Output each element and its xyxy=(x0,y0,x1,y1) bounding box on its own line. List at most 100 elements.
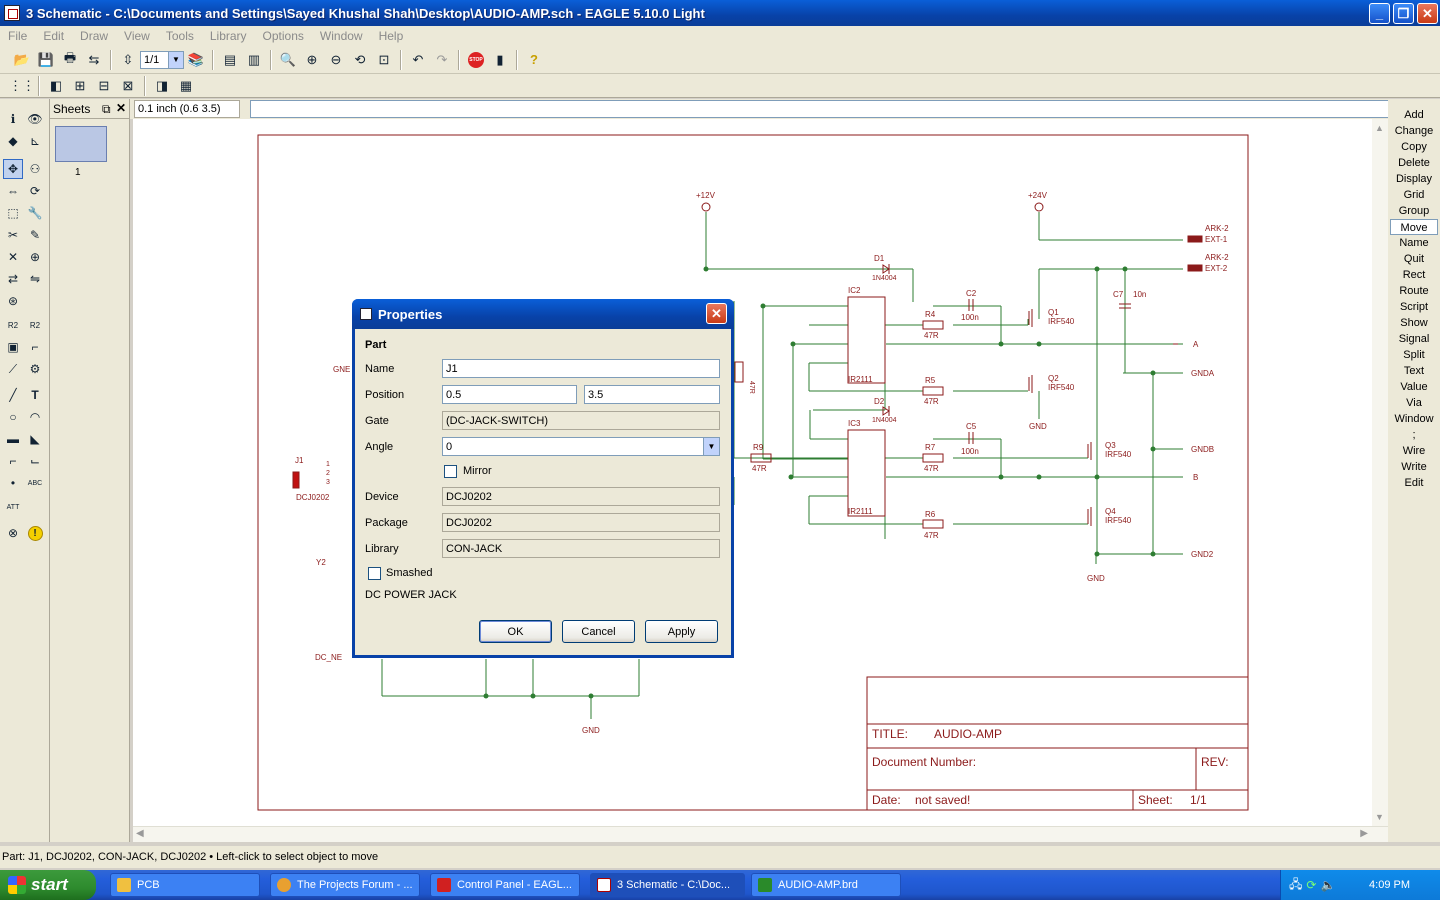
task-projects-forum[interactable]: The Projects Forum - ... xyxy=(270,873,420,897)
menu-edit[interactable]: Edit xyxy=(43,29,65,43)
miter-icon[interactable]: ⌐ xyxy=(31,340,39,354)
copy-icon[interactable]: ⚇ xyxy=(29,162,41,176)
cmd-write[interactable]: Write xyxy=(1401,461,1427,473)
cmd-grid[interactable]: Grid xyxy=(1403,189,1425,201)
errors-icon[interactable]: ! xyxy=(25,523,45,543)
info-icon[interactable]: ℹ xyxy=(10,112,16,126)
close-button[interactable]: ✕ xyxy=(1417,3,1438,24)
sheet-select[interactable]: 1/1 ▼ xyxy=(140,50,184,69)
bus-icon[interactable]: ⌐ xyxy=(9,454,17,468)
polygon-icon[interactable]: ◣ xyxy=(30,432,40,446)
cut-icon[interactable]: ✂ xyxy=(7,228,19,242)
arc-icon[interactable]: ◠ xyxy=(29,410,41,424)
vertical-scrollbar[interactable]: ▲ ▼ xyxy=(1372,119,1388,826)
tray-volume-icon[interactable]: 🔈 xyxy=(1320,878,1336,892)
undo-icon[interactable]: ↶ xyxy=(412,51,424,67)
layout-4-icon[interactable]: ⊠ xyxy=(122,77,134,93)
layout-1-icon[interactable]: ◧ xyxy=(49,77,63,93)
sheet-thumbnail[interactable] xyxy=(55,126,107,162)
menu-options[interactable]: Options xyxy=(262,29,304,43)
pinswap-icon[interactable]: ⇄ xyxy=(7,272,19,286)
cmd-move[interactable]: Move xyxy=(1390,219,1438,235)
minimize-button[interactable]: _ xyxy=(1369,3,1390,24)
menu-library[interactable]: Library xyxy=(209,29,247,43)
show-icon[interactable]: 👁 xyxy=(27,112,43,126)
add-icon[interactable]: ⊕ xyxy=(29,250,41,264)
task-board[interactable]: AUDIO-AMP.brd xyxy=(751,873,901,897)
scroll-right-icon[interactable]: ▶ xyxy=(1360,828,1368,839)
sheet-icon[interactable]: ⇳ xyxy=(122,51,134,67)
group-icon[interactable]: ⬚ xyxy=(7,206,19,220)
cmd-route[interactable]: Route xyxy=(1399,285,1429,297)
menu-window[interactable]: Window xyxy=(319,29,363,43)
label-icon[interactable]: ABC xyxy=(27,479,43,487)
dialog-close-button[interactable]: ✕ xyxy=(706,303,727,324)
cancel-button[interactable]: Cancel xyxy=(562,620,635,643)
print-icon[interactable]: 🖶 xyxy=(63,49,77,65)
cmd-script[interactable]: Script xyxy=(1399,301,1429,313)
erc-icon[interactable]: ⊗ xyxy=(7,526,19,540)
invoke-icon[interactable]: ⚙ xyxy=(29,362,41,376)
start-button[interactable]: start xyxy=(0,870,96,900)
redraw-icon[interactable]: ⟲ xyxy=(354,51,366,67)
cmd-show[interactable]: Show xyxy=(1400,317,1428,329)
position-y-field[interactable]: 3.5 xyxy=(584,385,720,404)
use-library-icon[interactable]: 📚 xyxy=(187,51,205,67)
wire-icon[interactable]: ╱ xyxy=(9,388,17,402)
attribute-icon[interactable]: ATT xyxy=(6,503,20,511)
move-icon[interactable]: ✥ xyxy=(3,159,23,179)
ulp-icon[interactable]: ▥ xyxy=(247,51,261,67)
command-line-input[interactable] xyxy=(250,100,1390,118)
scroll-up-icon[interactable]: ▲ xyxy=(1375,123,1384,133)
cmd-value[interactable]: Value xyxy=(1400,381,1428,393)
display-icon[interactable]: ◆ xyxy=(8,134,18,148)
tray-update-icon[interactable]: ⟳ xyxy=(1306,878,1317,892)
script-icon[interactable]: ▤ xyxy=(223,51,237,67)
cmd-via[interactable]: Via xyxy=(1406,397,1422,409)
menu-tools[interactable]: Tools xyxy=(165,29,194,43)
task-pcb[interactable]: PCB xyxy=(110,873,260,897)
undock-icon[interactable]: ⧉ xyxy=(102,102,111,116)
scroll-down-icon[interactable]: ▼ xyxy=(1375,812,1384,822)
task-schematic[interactable]: 3 Schematic - C:\Doc... xyxy=(590,873,745,897)
value-icon[interactable]: R2 xyxy=(29,320,41,330)
circle-icon[interactable]: ○ xyxy=(9,410,17,424)
zoom-select-icon[interactable]: ⊡ xyxy=(378,51,390,67)
name-field[interactable]: J1 xyxy=(442,359,720,378)
cam-icon[interactable]: ⇆ xyxy=(88,51,100,67)
text-icon[interactable]: T xyxy=(31,388,39,402)
cmd-window[interactable]: Window xyxy=(1394,413,1434,425)
help-icon[interactable]: ? xyxy=(530,52,538,67)
open-icon[interactable]: 📂 xyxy=(13,51,31,67)
task-control-panel[interactable]: Control Panel - EAGL... xyxy=(430,873,580,897)
cmd-copy[interactable]: Copy xyxy=(1401,141,1427,153)
cmd-signal[interactable]: Signal xyxy=(1398,333,1430,345)
menu-view[interactable]: View xyxy=(124,29,150,43)
cmd-name[interactable]: Name xyxy=(1399,237,1429,249)
cmd-rect[interactable]: Rect xyxy=(1402,269,1426,281)
paste-icon[interactable]: ✎ xyxy=(29,228,41,242)
junction-icon[interactable]: • xyxy=(10,476,16,490)
gateswap-icon[interactable]: ⇋ xyxy=(29,272,41,286)
close-panel-icon[interactable]: ✕ xyxy=(116,101,127,115)
cmd-semicolon[interactable]: ; xyxy=(1412,429,1416,441)
ok-button[interactable]: OK xyxy=(479,620,552,643)
rotate-icon[interactable]: ⟳ xyxy=(29,184,41,198)
delete-icon[interactable]: ✕ xyxy=(7,250,19,264)
scroll-left-icon[interactable]: ◀ xyxy=(136,828,144,839)
apply-button[interactable]: Apply xyxy=(645,620,718,643)
change-icon[interactable]: 🔧 xyxy=(27,206,43,220)
cmd-delete[interactable]: Delete xyxy=(1398,157,1430,169)
menu-draw[interactable]: Draw xyxy=(80,29,109,43)
net-icon[interactable]: ⌙ xyxy=(29,454,41,468)
layout-3-icon[interactable]: ⊟ xyxy=(98,77,110,93)
horizontal-scrollbar[interactable]: ◀ ▶ xyxy=(133,826,1388,842)
cmd-edit[interactable]: Edit xyxy=(1404,477,1424,489)
cmd-wire[interactable]: Wire xyxy=(1402,445,1426,457)
cmd-group[interactable]: Group xyxy=(1398,205,1430,217)
split-icon[interactable]: ⟋ xyxy=(8,361,18,376)
layout-6-icon[interactable]: ▦ xyxy=(179,77,193,93)
cmd-split[interactable]: Split xyxy=(1403,349,1425,361)
layout-2-icon[interactable]: ⊞ xyxy=(74,77,86,93)
mirror-checkbox[interactable] xyxy=(444,465,457,478)
